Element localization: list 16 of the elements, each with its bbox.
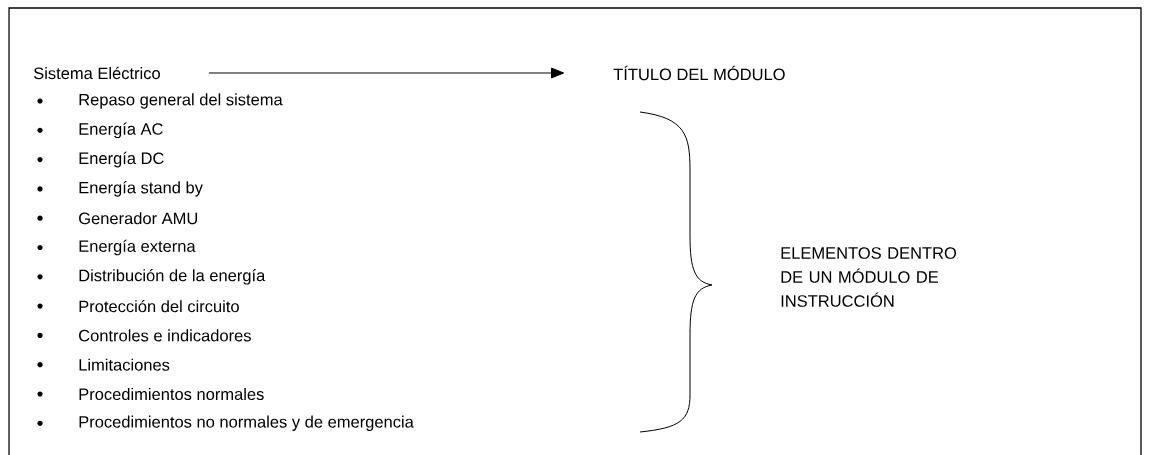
system-name: Sistema Eléctrico [33, 66, 160, 80]
brace-note: ELEMENTOS DENTRO DE UN MÓDULO DE INSTRUCCIÓN [781, 247, 957, 307]
module-title: TÍTULO DEL MÓDULO [613, 65, 785, 81]
list-item: Energía externa [37, 239, 196, 256]
arrow [208, 67, 565, 79]
list-item: Protección del circuito [37, 299, 239, 313]
list-item: Energía stand by [37, 181, 203, 197]
list-item: Limitaciones [37, 358, 170, 371]
list-item: Energía DC [37, 151, 164, 168]
list-item: Procedimientos normales [37, 387, 264, 401]
list-item: Controles e indicadores [37, 329, 251, 342]
list-item: Generador AMU [37, 212, 198, 225]
list-item: Repaso general del sistema [37, 93, 283, 109]
list-item: Energía AC [37, 122, 163, 139]
list-item: Distribución de la energía [37, 269, 266, 285]
list-item: Procedimientos no normales y de emergencia [37, 415, 414, 431]
